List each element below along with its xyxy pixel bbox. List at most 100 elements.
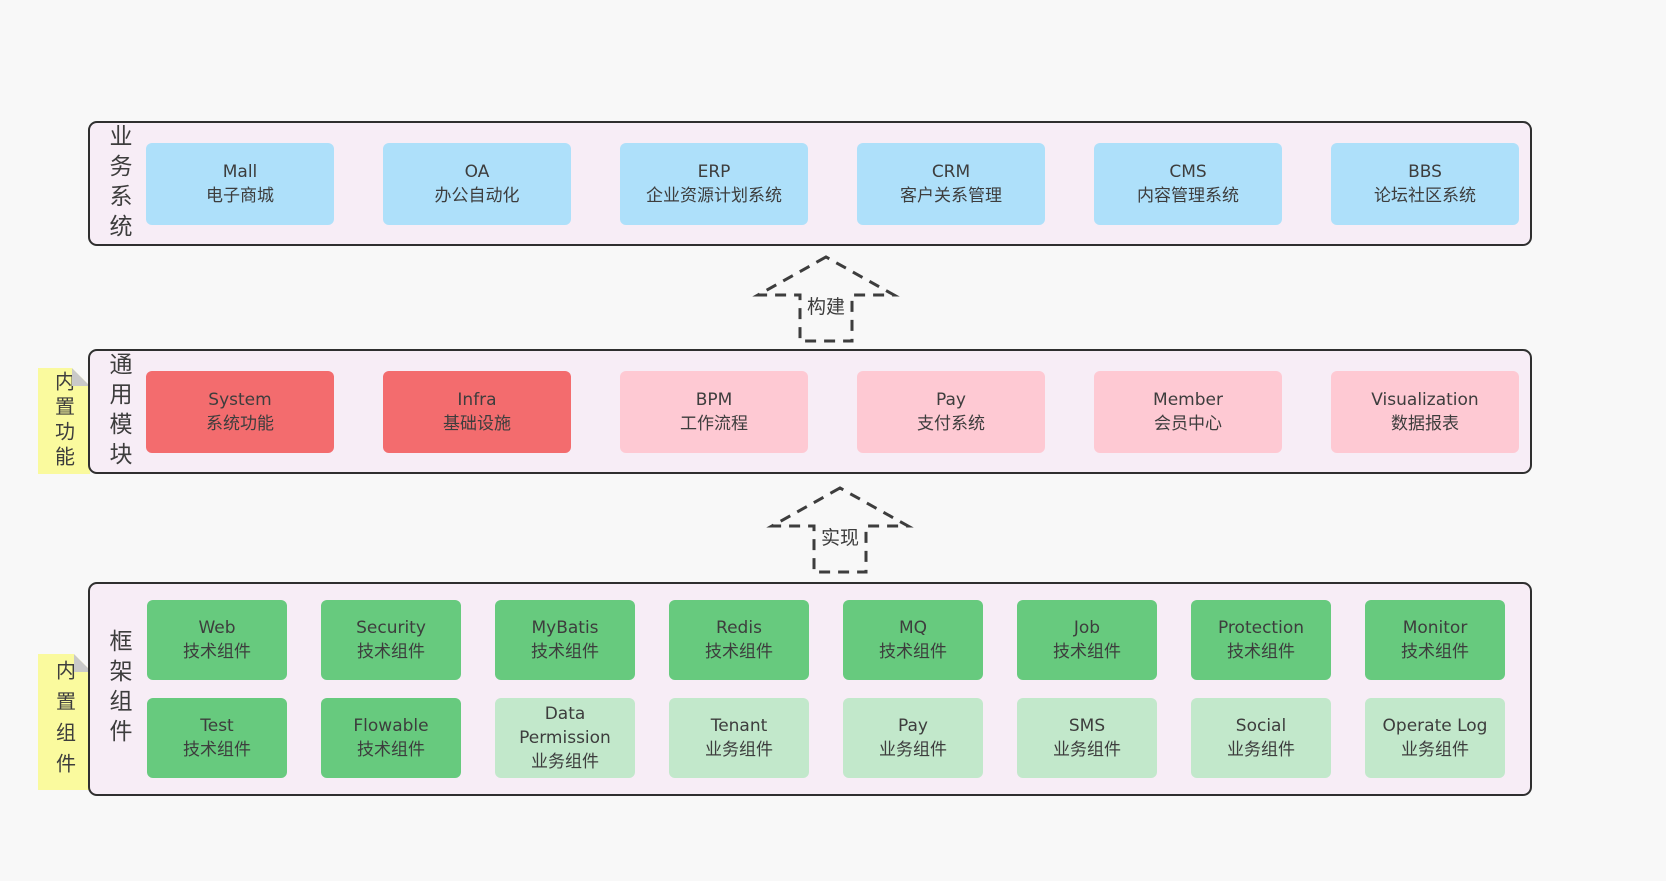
box-title: Monitor — [1402, 618, 1468, 638]
box-crm: CRM 客户关系管理 — [857, 142, 1045, 225]
box-data-permission: Data Permission 业务组件 — [495, 698, 635, 778]
box-subtitle: 工作流程 — [680, 413, 748, 434]
sticky-note-label: 内置组件 — [52, 660, 77, 784]
up-arrow-icon — [766, 486, 914, 574]
box-system: System 系统功能 — [146, 370, 334, 453]
box-flowable: Flowable 技术组件 — [321, 698, 461, 778]
box-web: Web 技术组件 — [147, 600, 287, 680]
box-title: Visualization — [1371, 389, 1479, 410]
box-title: CRM — [931, 161, 971, 182]
arrow-label-text: 构建 — [803, 296, 848, 318]
dashed-up-arrow: 实现 — [755, 486, 925, 574]
box-monitor: Monitor 技术组件 — [1365, 600, 1505, 680]
box-subtitle: 技术组件 — [183, 642, 251, 662]
box-subtitle: 技术组件 — [357, 740, 425, 760]
box-title: Web — [198, 618, 236, 638]
box-visualization: Visualization 数据报表 — [1331, 370, 1519, 453]
box-title: Pay — [898, 716, 928, 736]
box-pay: Pay 支付系统 — [857, 370, 1045, 453]
box-title: Pay — [936, 389, 966, 410]
box-subtitle: 技术组件 — [879, 642, 947, 662]
box-mall: Mall 电子商城 — [146, 142, 334, 225]
box-title: Social — [1235, 716, 1287, 736]
box-test: Test 技术组件 — [147, 698, 287, 778]
box-title: Tenant — [710, 716, 768, 736]
box-title: BBS — [1408, 161, 1442, 182]
box-bbs: BBS 论坛社区系统 — [1331, 142, 1519, 225]
sticky-note-builtin-features: 内置功能 — [38, 368, 90, 474]
box-title: Member — [1153, 389, 1223, 410]
box-title: ERP — [697, 161, 731, 182]
arrow-label: 构建 — [741, 292, 911, 319]
box-erp: ERP 企业资源计划系统 — [620, 142, 808, 225]
box-job: Job 技术组件 — [1017, 600, 1157, 680]
box-tenant: Tenant 业务组件 — [669, 698, 809, 778]
box-title: OA — [464, 161, 490, 182]
arrow-label-text: 实现 — [817, 527, 862, 549]
layer-side-label: 通用模块 — [105, 351, 131, 472]
box-subtitle: 业务组件 — [1401, 740, 1469, 760]
box-subtitle: 技术组件 — [357, 642, 425, 662]
box-redis: Redis 技术组件 — [669, 600, 809, 680]
box-subtitle: 技术组件 — [705, 642, 773, 662]
box-subtitle: 数据报表 — [1391, 413, 1459, 434]
box-mybatis: MyBatis 技术组件 — [495, 600, 635, 680]
box-title: Security — [356, 618, 426, 638]
box-subtitle: 技术组件 — [183, 740, 251, 760]
box-title: CMS — [1169, 161, 1207, 182]
box-subtitle: 论坛社区系统 — [1374, 185, 1476, 206]
up-arrow-icon — [752, 255, 900, 343]
box-title: BPM — [695, 389, 733, 410]
box-security: Security 技术组件 — [321, 600, 461, 680]
box-subtitle: 企业资源计划系统 — [646, 185, 782, 206]
box-title: MyBatis — [531, 618, 599, 638]
box-title: Job — [1073, 618, 1101, 638]
box-infra: Infra 基础设施 — [383, 370, 571, 453]
box-subtitle: 技术组件 — [1401, 642, 1469, 662]
box-title: Mall — [222, 161, 258, 182]
box-subtitle: 电子商城 — [206, 185, 274, 206]
box-mq: MQ 技术组件 — [843, 600, 983, 680]
box-subtitle: 会员中心 — [1154, 413, 1222, 434]
box-row: System 系统功能 Infra 基础设施 BPM 工作流程 Pay 支付系统 Member 会… — [146, 370, 1530, 453]
layer-common-modules: 通用模块 System 系统功能 Infra 基础设施 BPM 工作流程 Pay 支付系统 Me… — [88, 349, 1532, 474]
box-subtitle: 客户关系管理 — [900, 185, 1002, 206]
box-subtitle: 支付系统 — [917, 413, 985, 434]
box-subtitle: 业务组件 — [1053, 740, 1121, 760]
box-title: Redis — [716, 618, 762, 638]
box-title: Operate Log — [1382, 716, 1488, 736]
arrow-label: 实现 — [755, 523, 925, 550]
box-title: Protection — [1217, 618, 1304, 638]
box-social: Social 业务组件 — [1191, 698, 1331, 778]
box-subtitle: 技术组件 — [1053, 642, 1121, 662]
box-title: MQ — [898, 618, 928, 638]
box-title: Flowable — [353, 716, 429, 736]
box-title: Data Permission — [519, 704, 611, 748]
box-title: System — [208, 389, 272, 410]
box-title: Infra — [457, 389, 497, 410]
box-subtitle: 业务组件 — [1227, 740, 1295, 760]
box-subtitle: 技术组件 — [531, 642, 599, 662]
box-bpm: BPM 工作流程 — [620, 370, 808, 453]
box-subtitle: 业务组件 — [531, 752, 599, 772]
sticky-note-builtin-components: 内置组件 — [38, 654, 92, 790]
layer-boxes: System 系统功能 Infra 基础设施 BPM 工作流程 Pay 支付系统 Member 会… — [146, 351, 1530, 472]
box-subtitle: 业务组件 — [705, 740, 773, 760]
box-subtitle: 系统功能 — [206, 413, 274, 434]
box-subtitle: 基础设施 — [443, 413, 511, 434]
layer-side-label: 框架组件 — [105, 629, 131, 749]
box-title: Test — [200, 716, 234, 736]
